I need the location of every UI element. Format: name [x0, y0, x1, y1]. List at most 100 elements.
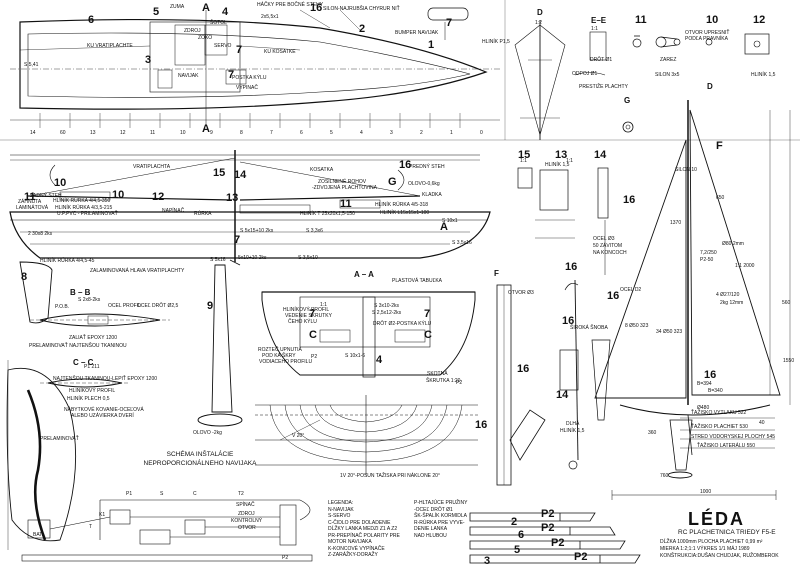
top-view-part-number: 6	[88, 14, 95, 26]
section-a-part-number: C	[424, 329, 432, 341]
plank-label: P2	[541, 522, 555, 534]
side-view-part-number: 12	[152, 191, 165, 203]
detail-part-number: 13	[555, 149, 568, 161]
top-view-label: KU VRATIPLACHTE	[87, 43, 133, 49]
section-a-label: ČEHO KÝLU	[288, 319, 317, 325]
detail-part-number: 14	[594, 149, 607, 161]
section-b-label: HLINÍK PLECH 0,5	[67, 396, 110, 402]
section-b-label: OCEL PROFIL	[108, 303, 141, 309]
schema-legend-line: DĹŽKY LANKA MEDZI Z1 A Z2	[328, 526, 398, 532]
side-view-label: S 5x15+10 2ks	[240, 228, 274, 234]
schema-label: S	[160, 491, 164, 497]
sail-plan-label: SILON 10	[675, 167, 697, 173]
section-heading: A – A	[354, 270, 374, 279]
station-mark: 3	[390, 130, 393, 136]
side-view-label: VRATIPLACHTA	[133, 164, 171, 170]
sail-plan	[594, 100, 791, 500]
side-view-part-number: 7	[234, 234, 241, 246]
section-a-label: S 3x10-2ks	[374, 303, 400, 309]
station-mark: 4	[360, 130, 363, 136]
detail-part-number: 14	[556, 389, 569, 401]
sail-plan-label: ŤAŽISKO LATERÁLU 550	[697, 443, 755, 449]
detail-part-number: 16	[565, 261, 578, 273]
detail-label: ŠIROKÁ ŠNOBA	[570, 325, 608, 331]
rudder-detail-8	[6, 360, 77, 550]
side-view-label: HLINÍK RÚRKA 4/4,5-350	[53, 198, 111, 204]
drawing-title: LÉDA	[688, 509, 745, 529]
section-a-label: OLOVO -2kg	[193, 430, 222, 436]
schema-legend-line: PR-PREPÍNAČ POLARITY PRE	[328, 532, 400, 539]
section-a-label: POD KA ŠKRY	[262, 353, 296, 359]
sail-plan-label: B=340	[708, 388, 723, 394]
sail-plan-label: 560	[782, 300, 791, 306]
sail-plan-part-number: 16	[704, 369, 717, 381]
schema-title-2: NEPROPORCIONÁLNEHO NAVIJAKA	[143, 460, 257, 467]
schema-label: ZDROJ	[238, 511, 255, 517]
section-b-label: HLINÍKOVÝ PROFIL	[69, 388, 116, 394]
plank-label: 3	[484, 555, 491, 567]
top-view-label: S 5,41	[24, 62, 39, 68]
detail-label: PRESTIŽE PLACHTY	[579, 84, 628, 90]
section-a-a	[261, 291, 476, 378]
sail-plan-label: 1370	[670, 220, 682, 226]
top-view-part-number: 1	[428, 39, 435, 51]
section-b-label: P1 211	[84, 364, 100, 370]
side-view-label: OLOVO-0,6kg	[408, 181, 440, 187]
hull-planks	[469, 512, 641, 564]
sail-plan-label: 4 Ø27/120	[716, 292, 740, 298]
section-b-b	[30, 313, 170, 388]
detail-part-number: 12	[753, 14, 766, 26]
detail-label: ŠKRUTKA 1:20	[426, 378, 461, 384]
section-b-label: NÁBYTKOVÉ KOVANIE-OCEĽOVÁ	[64, 407, 144, 413]
top-view-part-number: 3	[145, 54, 152, 66]
station-mark: 12	[120, 130, 126, 136]
top-view-label: 2x5,5x1	[261, 14, 279, 20]
top-view-label: KU KOSATKE	[264, 49, 296, 55]
section-b-label: S 2x8-2ks	[78, 297, 101, 303]
side-view-part-number: 10	[54, 177, 67, 189]
detail-label: HLINÍK 1,5	[545, 162, 570, 168]
schema-legend-line: MOTOR NAVIJAKA	[328, 539, 372, 545]
side-view-part-number: A	[440, 221, 448, 233]
detail-label: P2	[456, 380, 463, 386]
section-b-label: ALEBO UZÁVIERKA DVERÍ	[71, 413, 134, 419]
side-view-label: HLINÍK T 25x20x1,5-150	[300, 211, 355, 217]
sail-plan-label: Ø80 2mm	[722, 241, 744, 247]
detail-label: DLHÁ	[566, 421, 580, 427]
section-a-label: S 2,5x12-2ks	[372, 310, 402, 316]
body-plan-label: V 20°	[292, 433, 305, 439]
side-view-label: HLINÍK RÚRKA 4/4,5-45	[40, 258, 95, 264]
station-mark: 6	[300, 130, 303, 136]
detail-part-number: 16	[562, 315, 575, 327]
side-view-label: HLINÍK RÚRKA 4/3,5-215	[55, 205, 113, 211]
sail-plan-label: 650	[716, 195, 725, 201]
station-mark: 0	[480, 130, 483, 136]
side-view-label: S 3,5x16	[452, 240, 472, 246]
side-view-label: S 3,3x6	[306, 228, 323, 234]
section-a-part-number: 7	[424, 308, 431, 320]
top-view-part-number: 5	[153, 6, 160, 18]
side-view-part-number: 14	[234, 169, 247, 181]
detail-part-number: 11	[635, 14, 647, 26]
sail-plan-label: 760	[660, 473, 669, 479]
station-mark: 14	[30, 130, 36, 136]
section-a-label: VODIACEHO PROFILU	[259, 359, 313, 365]
side-view-label: ZÁHNUTA	[18, 199, 42, 205]
top-view-part-number: 4	[222, 6, 229, 18]
title-line-4: KONŠTRUKCIA:DUŠAN CHUDJAK, RUŽOMBEROK	[660, 553, 779, 559]
sail-plan-label: Ø480	[697, 405, 710, 411]
sail-plan-label: ŤAŽISKO VYTLAKU 522	[691, 410, 747, 416]
side-view-label: U.P.PVC - PRILAMINOVAŤ	[57, 211, 118, 217]
section-a-label: PLASTOVÁ TABUĽKA	[392, 278, 443, 284]
schema-label: OTVOR	[238, 525, 256, 531]
side-view-label: NAPÍNAČ	[162, 208, 185, 214]
schema-legend-line: Z-ZARÁŽKY-DORAŽY	[328, 552, 378, 558]
section-heading: G	[624, 96, 631, 105]
detail-label: 1:1	[566, 158, 573, 164]
side-view-label: 1:1	[320, 302, 327, 308]
section-b-label: NAJTENŠOU TKANINOU-LEPIŤ EPOXY 1200	[53, 376, 158, 382]
schema-label: P2	[282, 555, 289, 561]
detail-label: SKOTNÁ	[427, 371, 448, 377]
station-mark: 9	[210, 130, 213, 136]
top-view-part-number: 7	[236, 44, 243, 56]
